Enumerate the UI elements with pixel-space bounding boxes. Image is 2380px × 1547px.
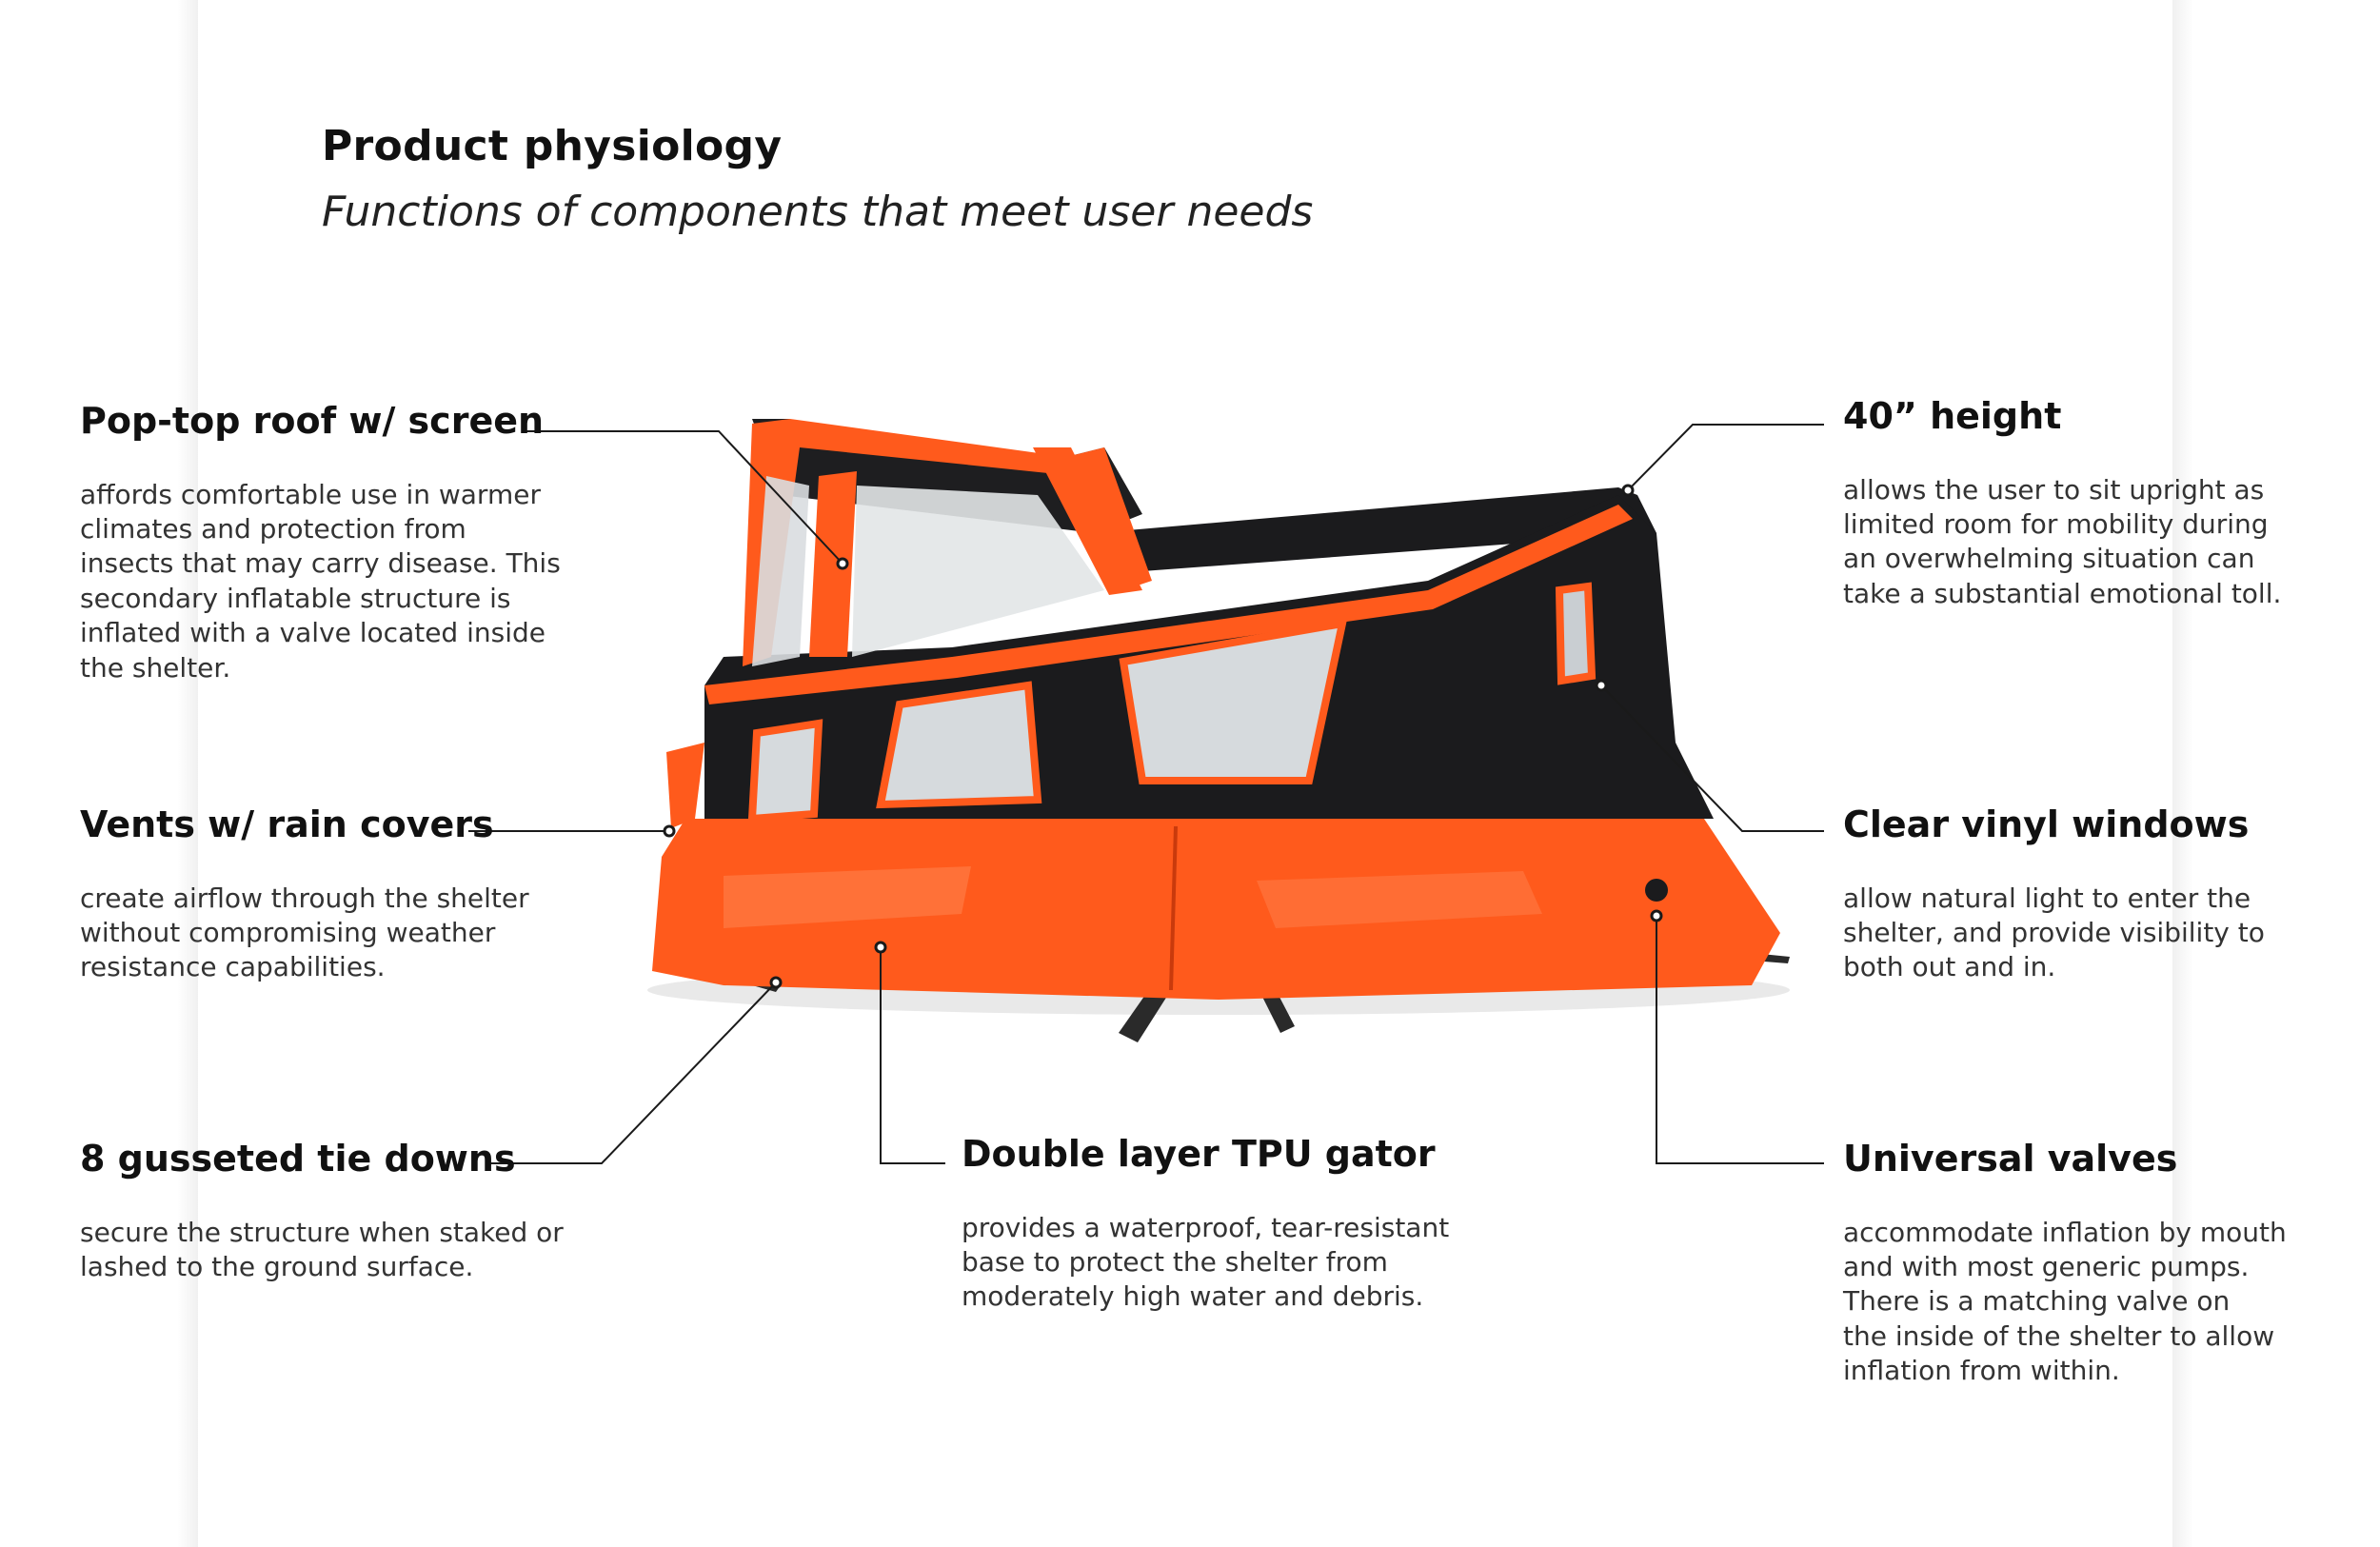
height-leader <box>1627 424 1824 491</box>
clear-window <box>747 719 823 823</box>
gator-seam <box>1169 825 1178 991</box>
vents-anchor <box>663 824 676 838</box>
clear-window <box>1119 619 1348 784</box>
gator-anchor <box>874 941 887 954</box>
orange-gator <box>652 819 1780 1000</box>
vent-rain-cover <box>666 743 704 828</box>
page-subtitle: Functions of components that meet user n… <box>322 188 1314 236</box>
mesh-screen <box>852 486 1104 657</box>
orange-gator-highlight <box>724 866 971 928</box>
callout-heading: Universal valves <box>1843 1138 2178 1180</box>
gator-leader <box>880 947 945 1164</box>
universal-valve <box>1645 879 1668 902</box>
windows-anchor <box>1595 679 1608 692</box>
clear-window <box>1555 582 1597 685</box>
pop-top-frame <box>743 419 1152 666</box>
callout-tpu-gator: Double layer TPU gator provides a waterp… <box>962 1133 1495 1315</box>
callout-text: secure the structure when staked or lash… <box>80 1216 564 1282</box>
callout-heading: 8 gusseted tie downs <box>80 1138 516 1180</box>
roof-top-panel <box>1095 487 1656 571</box>
pop-top-arch <box>809 471 857 657</box>
callout-text: create airflow through the shelter witho… <box>80 882 529 983</box>
callout-text: allow natural light to enter the shelter… <box>1843 882 2265 983</box>
callout-text: accommodate inflation by mouth and with … <box>1843 1216 2287 1387</box>
callout-leaders <box>468 424 1824 1164</box>
callout-heading: Clear vinyl windows <box>1843 803 2250 845</box>
callout-text: provides a waterproof, tear-resistant ba… <box>962 1211 1450 1313</box>
page-title: Product physiology <box>322 122 783 170</box>
windows-leader <box>1600 684 1824 832</box>
callout-text: allows the user to sit upright as limite… <box>1843 473 2282 609</box>
callout-heading: Pop-top roof w/ screen <box>80 400 545 442</box>
valves-leader <box>1656 916 1824 1164</box>
tie-down-strap <box>1119 985 1171 1042</box>
callout-tie-downs: 8 gusseted tie downs secure the structur… <box>80 1138 613 1284</box>
tie-downs-anchor <box>769 976 783 989</box>
body-rib <box>704 505 1633 704</box>
tie-downs-leader <box>487 982 777 1164</box>
pop-top-anchor <box>836 557 849 570</box>
frame-shadow-left <box>177 0 198 1547</box>
height-anchor <box>1621 484 1635 497</box>
callout-vinyl-windows: Clear vinyl windows allow natural light … <box>1843 803 2376 985</box>
callout-anchors <box>663 484 1663 989</box>
callout-universal-valves: Universal valves accommodate inflation b… <box>1843 1138 2376 1389</box>
shelter-illustration <box>647 419 1790 1042</box>
callout-heading: Double layer TPU gator <box>962 1133 1436 1175</box>
pop-top-leader <box>522 430 843 565</box>
orange-gator-highlight <box>1257 871 1542 928</box>
callout-heading: Vents w/ rain covers <box>80 803 494 845</box>
clear-window <box>876 681 1042 809</box>
frame-shadow-right <box>2172 0 2193 1547</box>
callout-text: affords comfortable use in warmer climat… <box>80 478 561 684</box>
callout-vents: Vents w/ rain covers create airflow thro… <box>80 803 613 985</box>
valves-anchor <box>1650 909 1663 922</box>
callout-height: 40” height allows the user to sit uprigh… <box>1843 395 2376 611</box>
callout-pop-top-roof: Pop-top roof w/ screen affords comfortab… <box>80 400 613 685</box>
callout-heading: 40” height <box>1843 395 2062 437</box>
pop-top-arch <box>1033 447 1142 595</box>
mesh-screen <box>752 476 809 666</box>
